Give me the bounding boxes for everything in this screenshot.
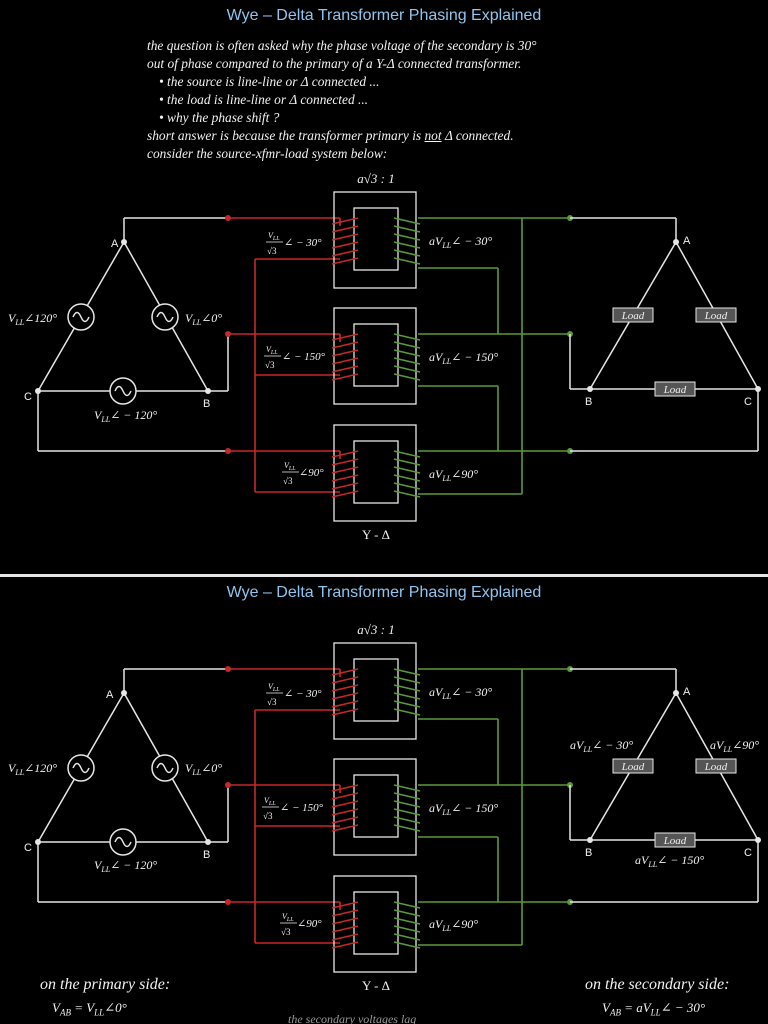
load-voltage-ca: aVLL∠90° (710, 738, 759, 754)
svg-text:√3: √3 (281, 927, 291, 937)
turns-ratio: a√3 : 1 (357, 171, 394, 186)
source-node-b: B (203, 398, 210, 410)
load-box-bottom: Load (663, 384, 687, 396)
svg-text:∠90°: ∠90° (299, 467, 324, 479)
slide-divider (0, 574, 768, 577)
slide-title: Wye – Delta Transformer Phasing Explaine… (226, 584, 542, 601)
svg-text:√3: √3 (265, 360, 275, 370)
svg-text:VLL: VLL (266, 345, 278, 356)
svg-text:∠ − 30°: ∠ − 30° (284, 688, 322, 700)
intro-short-answer: short answer is because the transformer … (147, 127, 747, 145)
svg-text:VLL: VLL (268, 682, 280, 693)
secondary-lag-note: the secondary voltages lag (288, 1012, 417, 1024)
secondary-voltage-3: aVLL∠90° (429, 467, 478, 483)
svg-text:∠ − 150°: ∠ − 150° (280, 802, 324, 814)
secondary-voltage-1: aVLL∠ − 30° (429, 685, 492, 701)
secondary-side-heading: on the secondary side: (585, 976, 730, 993)
load-node-b: B (585, 396, 592, 408)
source-node-b: B (203, 849, 210, 861)
transformer-type: Y - Δ (362, 978, 390, 993)
primary-side-equation: VAB = VLL∠0° (52, 1000, 127, 1018)
primary-voltage-2: VLL √3 ∠ − 150° (264, 345, 326, 370)
source-node-c: C (24, 391, 32, 403)
secondary-voltage-1: aVLL∠ − 30° (429, 234, 492, 250)
load-box-bottom: Load (663, 835, 687, 847)
source-voltage-right: VLL∠0° (185, 761, 222, 777)
secondary-voltage-3: aVLL∠90° (429, 917, 478, 933)
primary-side-heading: on the primary side: (40, 976, 171, 993)
load-node-a: A (683, 235, 691, 247)
load-node-b: B (585, 847, 592, 859)
load-node-a: A (683, 686, 691, 698)
source-voltage-right: VLL∠0° (185, 311, 222, 327)
load-voltage-ab: aVLL∠ − 30° (570, 738, 633, 754)
source-voltage-bottom: VLL∠ − 120° (94, 408, 157, 424)
intro-line-1: the question is often asked why the phas… (147, 38, 537, 53)
svg-text:VLL: VLL (284, 461, 296, 472)
source-voltage-left: VLL∠120° (8, 761, 57, 777)
load-node-c: C (744, 396, 752, 408)
intro-line-2: out of phase compared to the primary of … (147, 56, 522, 71)
load-box-left: Load (621, 310, 645, 322)
secondary-side-equation: VAB = aVLL∠ − 30° (602, 1000, 706, 1018)
intro-line-last: consider the source-xfmr-load system bel… (147, 146, 388, 161)
svg-text:∠90°: ∠90° (297, 918, 322, 930)
intro-bullet-3: • why the phase shift ? (159, 110, 280, 125)
source-node-a: A (106, 689, 114, 701)
secondary-voltage-2: aVLL∠ − 150° (429, 801, 498, 817)
svg-text:VLL: VLL (268, 231, 280, 242)
source-voltage-left: VLL∠120° (8, 311, 57, 327)
load-box-right: Load (704, 310, 728, 322)
svg-text:√3: √3 (283, 476, 293, 486)
intro-bullet-2: • the load is line-line or Δ connected .… (159, 92, 369, 107)
short-answer-not: not (424, 128, 442, 143)
primary-voltage-3: VLL √3 ∠90° (282, 461, 324, 486)
load-node-c: C (744, 847, 752, 859)
svg-text:∠ − 30°: ∠ − 30° (284, 237, 322, 249)
short-answer-pre: short answer is because the transformer … (147, 128, 425, 143)
svg-text:√3: √3 (267, 697, 277, 707)
circuit-diagram-2: a√3 : 1 Y - Δ A C B VLL∠120° VLL∠0° VLL∠… (8, 622, 762, 993)
primary-voltage-1: VLL √3 ∠ − 30° (266, 231, 322, 256)
load-box-left: Load (621, 761, 645, 773)
transformer-type: Y - Δ (362, 527, 390, 542)
primary-voltage-1: VLL √3 ∠ − 30° (266, 682, 322, 707)
slide-2: Wye – Delta Transformer Phasing Explaine… (0, 577, 768, 1024)
primary-voltage-2: VLL √3 ∠ − 150° (262, 796, 324, 821)
primary-voltage-3: VLL √3 ∠90° (280, 912, 322, 937)
svg-text:VLL: VLL (264, 796, 276, 807)
turns-ratio: a√3 : 1 (357, 622, 394, 637)
secondary-voltage-2: aVLL∠ − 150° (429, 350, 498, 366)
source-node-a: A (111, 238, 119, 250)
intro-bullet-1: • the source is line-line or Δ connected… (159, 74, 380, 89)
svg-text:∠ − 150°: ∠ − 150° (282, 351, 326, 363)
short-answer-post: Δ connected. (441, 128, 514, 143)
slide-1: Wye – Delta Transformer Phasing Explaine… (8, 7, 762, 542)
slide-title: Wye – Delta Transformer Phasing Explaine… (226, 7, 542, 24)
source-node-c: C (24, 842, 32, 854)
svg-text:√3: √3 (267, 246, 277, 256)
load-box-right: Load (704, 761, 728, 773)
load-voltage-bc: aVLL∠ − 150° (635, 853, 704, 869)
svg-text:√3: √3 (263, 811, 273, 821)
circuit-diagram-1: a√3 : 1 Y - Δ A C B VLL∠120° VLL∠0° VLL∠… (8, 171, 762, 542)
svg-text:VLL: VLL (282, 912, 294, 923)
intro-text: the question is often asked why the phas… (147, 37, 747, 163)
source-voltage-bottom: VLL∠ − 120° (94, 858, 157, 874)
